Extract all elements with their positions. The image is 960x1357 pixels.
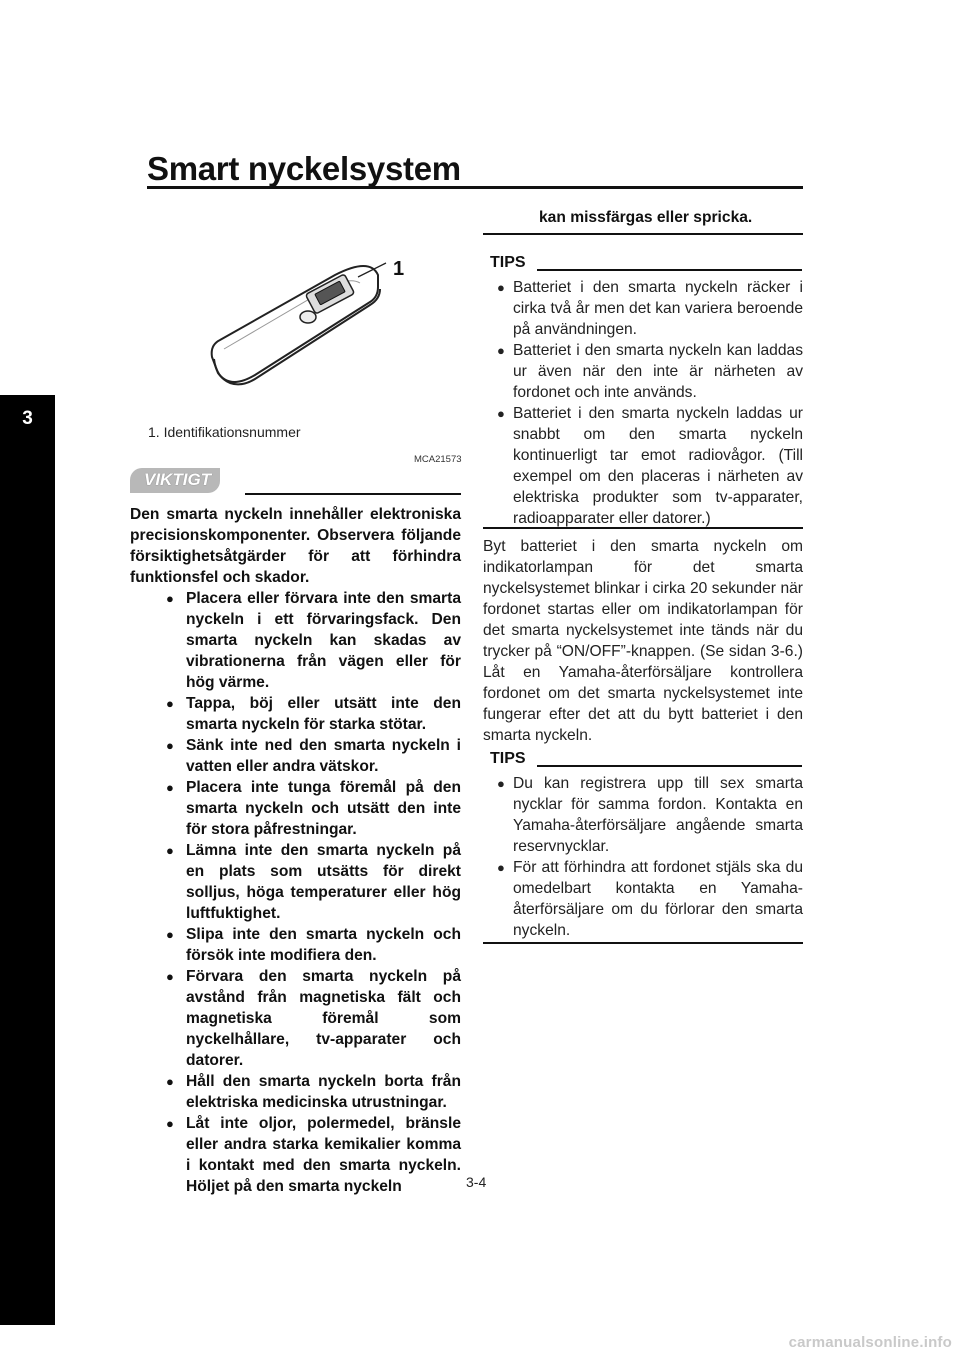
notice-item: Låt inte oljor, polermedel, bränsle elle… [130,1113,461,1197]
notice-item: Förvara den smarta nyckeln på avstånd fr… [130,966,461,1071]
tips-end-rule [483,527,803,529]
notice-list: Placera eller förvara inte den smarta ny… [130,588,461,1197]
watermark[interactable]: carmanualsonline.info [788,1334,952,1351]
notice-end-rule [483,233,803,235]
notice-item: Sänk inte ned den smarta nyckeln i vatte… [130,735,461,777]
page-title: Smart nyckelsystem [147,150,461,187]
notice-badge: VIKTIGT [130,468,221,493]
title-rule [147,186,803,189]
tips-item: För att förhindra att fordonet stjäls sk… [483,857,803,941]
figure-code: MCA21573 [414,454,462,465]
notice-item: Placera eller förvara inte den smarta ny… [130,588,461,693]
notice-item: Håll den smarta nyckeln borta från elekt… [130,1071,461,1113]
chapter-tab-number: 3 [22,408,33,429]
notice-rule [245,493,461,495]
tips-item: Batteriet i den smarta nyckeln räcker i … [483,277,803,340]
smart-key-icon [210,262,387,386]
tips-item: Batteriet i den smarta nyckeln laddas ur… [483,403,803,529]
tips-heading: TIPS [490,254,526,271]
notice-continuation: kan missfärgas eller spricka. [539,209,753,226]
tips-rule [537,269,802,271]
notice-header: VIKTIGT [130,468,461,495]
notice-item: Lämna inte den smarta nyckeln på en plat… [130,840,461,924]
smart-key-illustration: 1 [200,245,460,405]
notice-item: Tappa, böj eller utsätt inte den smarta … [130,693,461,735]
notice-item: Slipa inte den smarta nyckeln och försök… [130,924,461,966]
callout-number: 1 [393,258,405,280]
figure-caption: 1. Identifikationsnummer [148,424,301,440]
chapter-tab [0,395,55,1325]
tips-list: Du kan registrera upp till sex smarta ny… [483,773,803,941]
notice-item: Placera inte tunga föremål på den smarta… [130,777,461,840]
body-paragraph: Byt batteriet i den smarta nyckeln om in… [483,538,803,744]
tips-item: Batteriet i den smarta nyckeln kan ladda… [483,340,803,403]
tips-rule [537,765,802,767]
tips-end-rule [483,942,803,944]
tips-list: Batteriet i den smarta nyckeln räcker i … [483,277,803,529]
tips-item: Du kan registrera upp till sex smarta ny… [483,773,803,857]
tips-heading: TIPS [490,750,526,767]
page-number: 3-4 [466,1174,487,1190]
notice-intro: Den smarta nyckeln innehåller elektronis… [130,506,461,586]
